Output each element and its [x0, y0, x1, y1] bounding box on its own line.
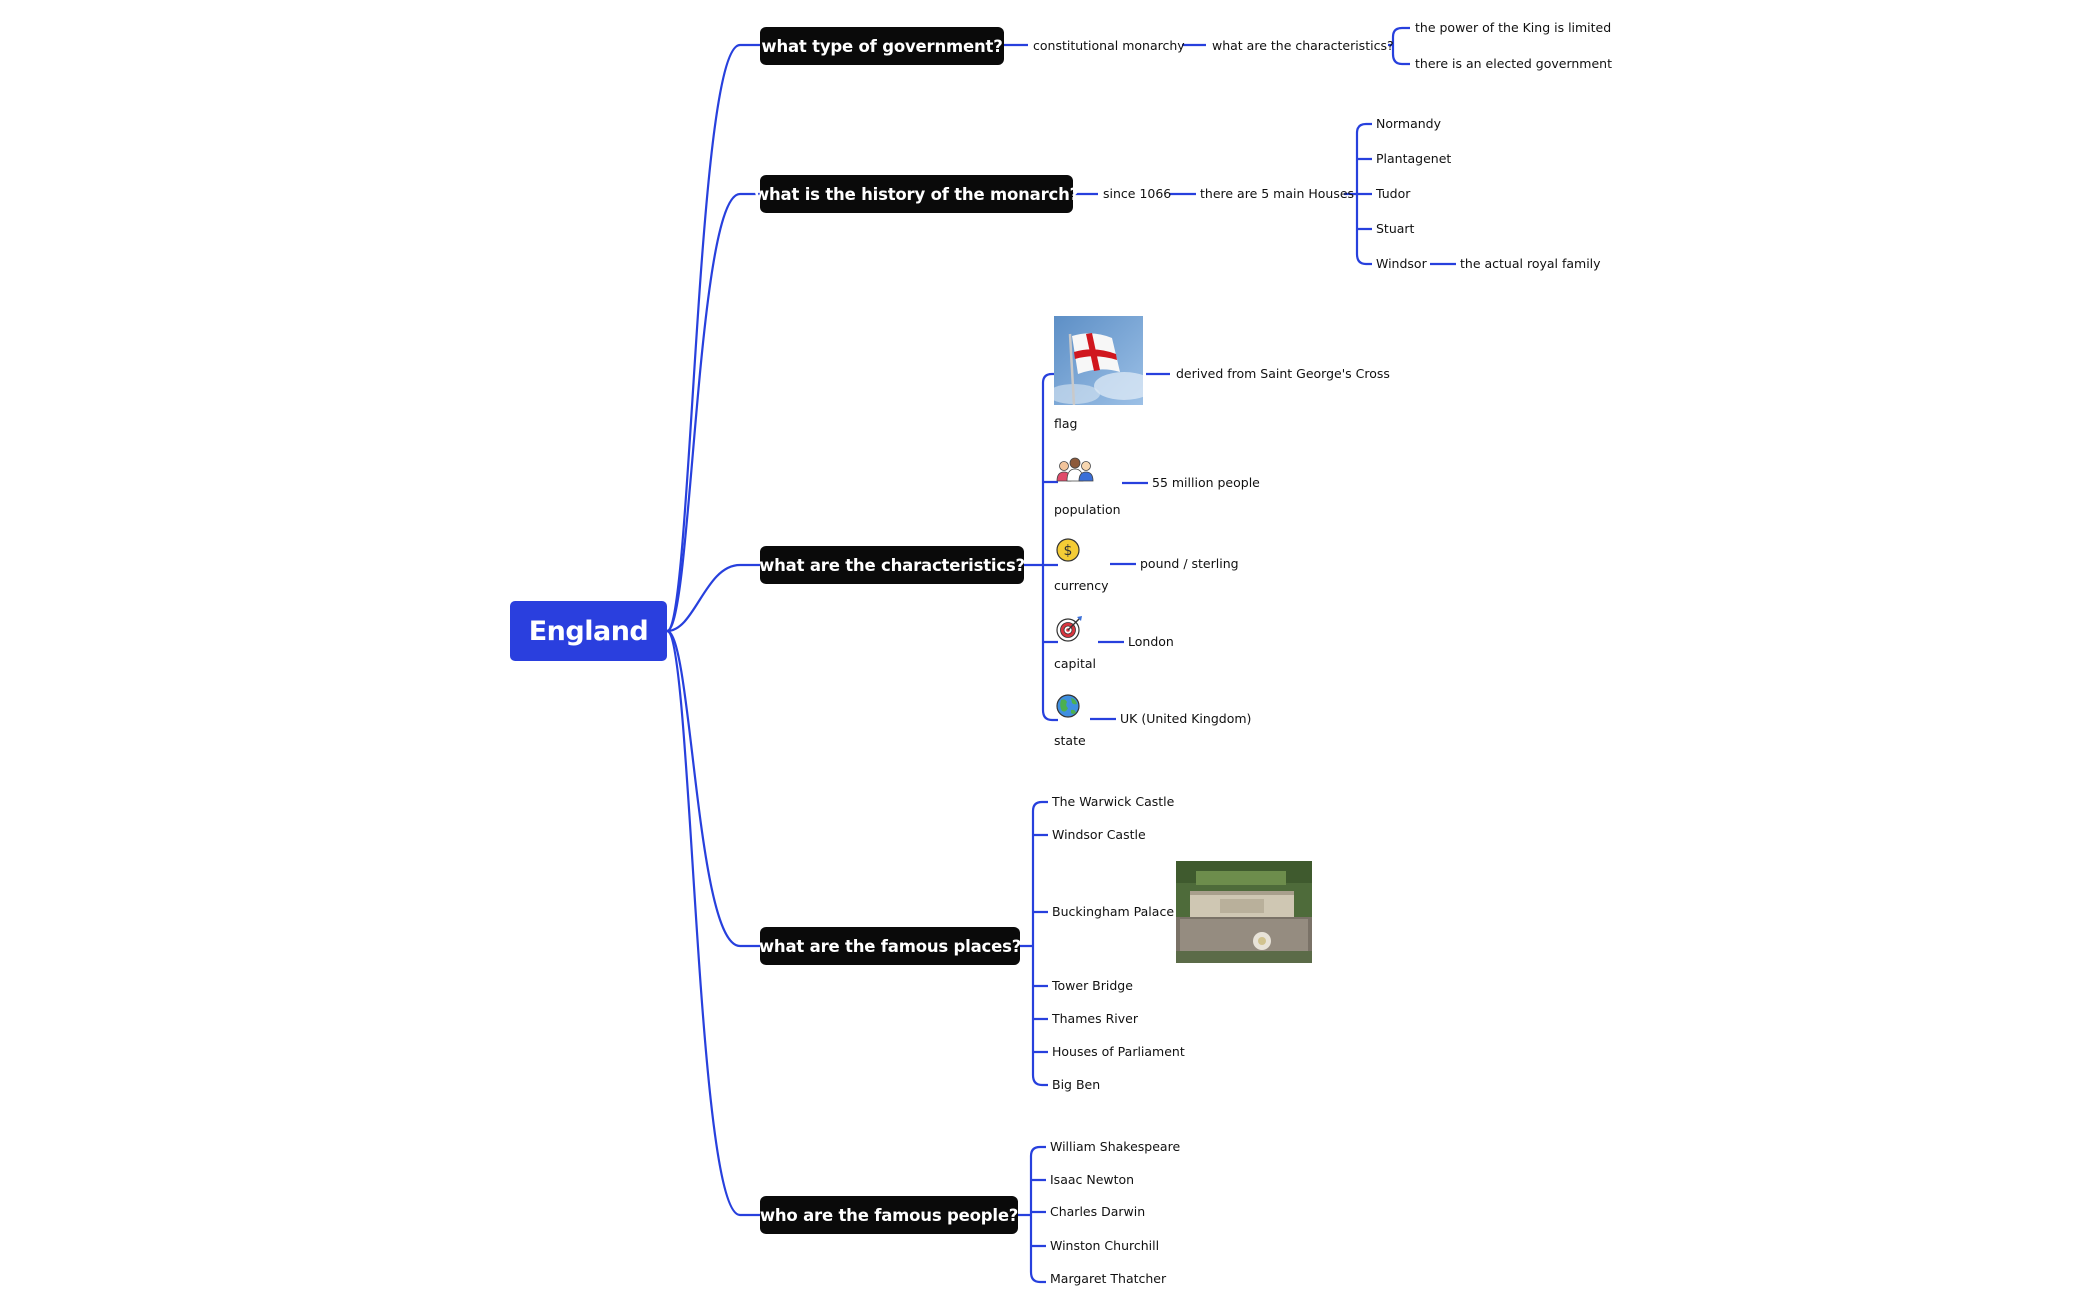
- connector-government-bracket: [1388, 26, 1410, 66]
- person-darwin[interactable]: Charles Darwin: [1050, 1204, 1146, 1219]
- topic-government[interactable]: what type of government?: [760, 27, 1004, 65]
- connector-root-characteristics: [666, 563, 762, 633]
- target-icon: [1054, 614, 1084, 644]
- government-leaf-1[interactable]: the power of the King is limited: [1415, 20, 1612, 35]
- currency-value[interactable]: pound / sterling: [1140, 556, 1239, 571]
- topic-people[interactable]: who are the famous people?: [760, 1196, 1018, 1234]
- buckingham-palace-image: [1176, 861, 1312, 963]
- connector-root-people: [665, 629, 762, 1217]
- history-since[interactable]: since 1066: [1103, 186, 1172, 201]
- government-type[interactable]: constitutional monarchy: [1033, 38, 1185, 53]
- topic-characteristics[interactable]: what are the characteristics?: [759, 546, 1025, 584]
- house-normandy[interactable]: Normandy: [1376, 116, 1442, 131]
- place-buckingham-palace[interactable]: Buckingham Palace: [1052, 904, 1175, 919]
- place-big-ben[interactable]: Big Ben: [1052, 1077, 1101, 1092]
- england-flag-image: [1054, 316, 1143, 405]
- svg-text:$: $: [1064, 543, 1073, 559]
- flag-value[interactable]: derived from Saint George's Cross: [1176, 366, 1390, 381]
- connector-places-bracket: [1020, 800, 1048, 1087]
- place-houses-of-parliament[interactable]: Houses of Parliament: [1052, 1044, 1185, 1059]
- capital-label[interactable]: capital: [1054, 656, 1096, 671]
- government-characteristics[interactable]: what are the characteristics?: [1212, 38, 1394, 53]
- place-tower-bridge[interactable]: Tower Bridge: [1052, 978, 1133, 993]
- person-newton[interactable]: Isaac Newton: [1050, 1172, 1135, 1187]
- connector-root-history: [665, 192, 762, 633]
- connector-characteristics-bracket: [1024, 372, 1058, 722]
- currency-label[interactable]: currency: [1054, 578, 1109, 593]
- people-group-icon: [1055, 456, 1095, 486]
- place-windsor-castle[interactable]: Windsor Castle: [1052, 827, 1146, 842]
- person-shakespeare[interactable]: William Shakespeare: [1050, 1139, 1181, 1154]
- population-value[interactable]: 55 million people: [1152, 475, 1260, 490]
- root-node[interactable]: England: [510, 601, 667, 661]
- person-thatcher[interactable]: Margaret Thatcher: [1050, 1271, 1167, 1286]
- capital-value[interactable]: London: [1128, 634, 1174, 649]
- house-plantagenet[interactable]: Plantagenet: [1376, 151, 1452, 166]
- house-stuart[interactable]: Stuart: [1376, 221, 1415, 236]
- house-windsor[interactable]: Windsor: [1376, 256, 1427, 271]
- state-label[interactable]: state: [1054, 733, 1086, 748]
- dollar-coin-icon: $: [1054, 536, 1084, 566]
- government-leaf-2[interactable]: there is an elected government: [1415, 56, 1612, 71]
- connector-root-government: [665, 43, 762, 633]
- connector-root-places: [666, 629, 762, 948]
- place-warwick-castle[interactable]: The Warwick Castle: [1052, 794, 1175, 809]
- state-value[interactable]: UK (United Kingdom): [1120, 711, 1252, 726]
- globe-icon: [1054, 692, 1084, 722]
- topic-places[interactable]: what are the famous places?: [759, 927, 1021, 965]
- connector-people-bracket: [1018, 1145, 1046, 1284]
- history-houses-count[interactable]: there are 5 main Houses: [1200, 186, 1355, 201]
- population-label[interactable]: population: [1054, 502, 1121, 517]
- place-thames-river[interactable]: Thames River: [1052, 1011, 1138, 1026]
- house-tudor[interactable]: Tudor: [1376, 186, 1411, 201]
- topic-history[interactable]: what is the history of the monarch?: [754, 175, 1079, 213]
- flag-label[interactable]: flag: [1054, 416, 1078, 431]
- person-churchill[interactable]: Winston Churchill: [1050, 1238, 1160, 1253]
- windsor-note[interactable]: the actual royal family: [1460, 256, 1601, 271]
- connector-history-bracket: [1344, 122, 1372, 266]
